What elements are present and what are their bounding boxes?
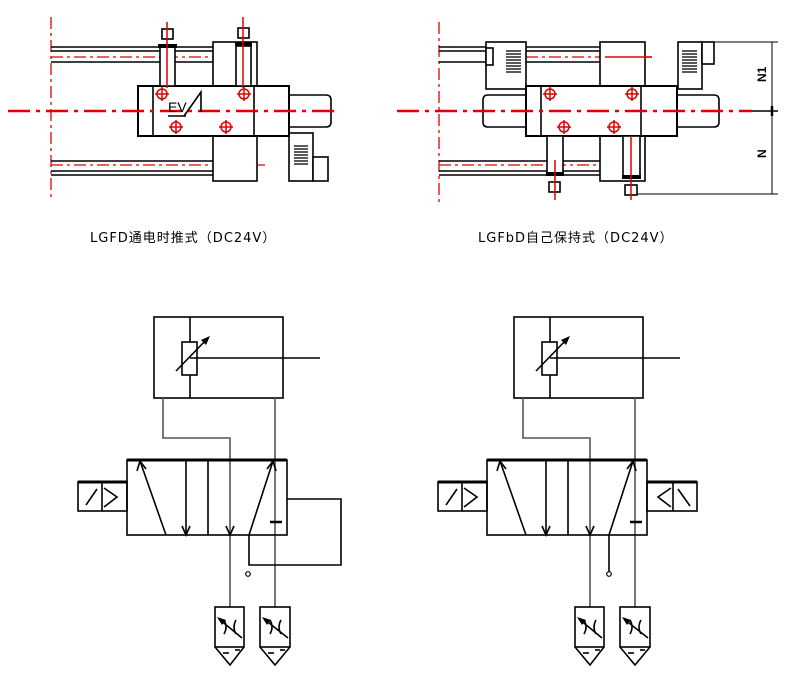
flow-control-2 bbox=[259, 606, 291, 667]
lower-rails bbox=[439, 160, 600, 176]
valve-symbol bbox=[126, 459, 288, 536]
end-cap bbox=[288, 94, 332, 128]
dimension-lines bbox=[637, 41, 778, 195]
coil-fins-icon bbox=[294, 145, 308, 165]
valve-symbol bbox=[486, 459, 648, 536]
coil-box bbox=[288, 132, 314, 182]
exhaust-port bbox=[606, 571, 612, 577]
exhaust-port bbox=[245, 571, 251, 577]
caption-lgfbd: LGFbD自己保持式（DC24V） bbox=[478, 231, 674, 246]
mounting-holes bbox=[155, 87, 251, 134]
schematic-lgfd bbox=[77, 316, 342, 667]
solenoid-right bbox=[646, 480, 698, 512]
solenoid-left bbox=[77, 480, 128, 512]
adjust-screw-2 bbox=[235, 17, 252, 88]
ev-mark: EV bbox=[168, 99, 187, 115]
dimension-n1: N1 bbox=[755, 66, 769, 82]
adjust-screw-2 bbox=[622, 135, 641, 200]
coil-fins-icon bbox=[506, 50, 697, 73]
schematic-lgfbd bbox=[437, 316, 698, 667]
valve-drawing-lgfbd: N1 N bbox=[397, 22, 778, 205]
upper-rails bbox=[51, 46, 213, 63]
pipe-a bbox=[162, 398, 231, 607]
mounting-holes bbox=[543, 87, 639, 134]
flow-control-2 bbox=[619, 606, 651, 667]
coil-plug bbox=[312, 156, 329, 182]
adjust-screw-1 bbox=[546, 135, 564, 200]
lower-block bbox=[212, 135, 258, 182]
feedback-loop bbox=[248, 498, 342, 566]
flow-control-1 bbox=[214, 606, 245, 667]
upper-block bbox=[599, 41, 646, 87]
caption-lgfd: LGFD通电时推式（DC24V） bbox=[90, 231, 277, 246]
dimension-n: N bbox=[755, 149, 769, 158]
solenoid-left bbox=[437, 480, 488, 512]
valve-drawing-lgfd: EV bbox=[8, 17, 337, 200]
adjust-screw-1 bbox=[158, 22, 177, 88]
right-end-cap bbox=[676, 94, 720, 128]
flow-control-1 bbox=[574, 606, 605, 667]
ev-mark-slash bbox=[183, 89, 202, 117]
pipe-a bbox=[522, 398, 591, 607]
